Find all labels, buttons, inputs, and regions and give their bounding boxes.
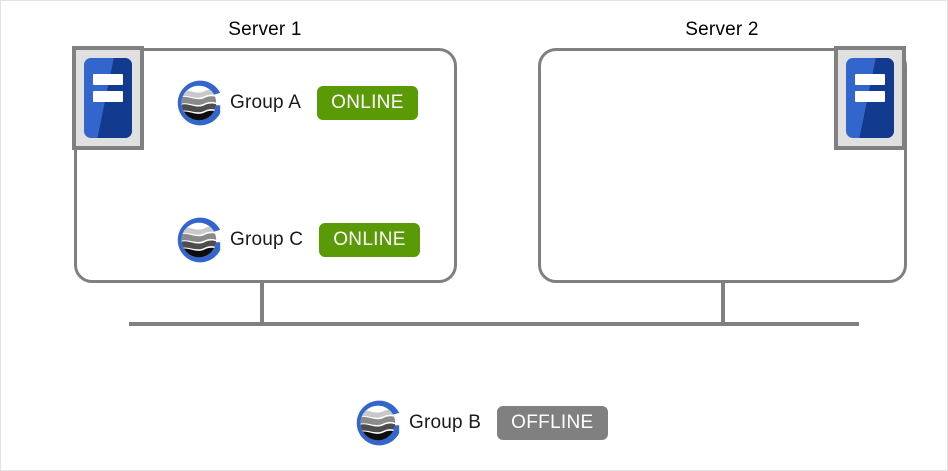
network-bus-line (129, 322, 859, 326)
server-1-box[interactable]: Group A ONLINE Group C ONLINE (74, 48, 457, 283)
group-logo-icon (356, 400, 400, 446)
server-1-connector-line (260, 282, 264, 324)
group-b-status-badge[interactable]: OFFLINE (497, 406, 608, 440)
group-a-status-badge[interactable]: ONLINE (317, 86, 418, 120)
server-2-title: Server 2 (685, 19, 759, 40)
server-icon-bar-bottom (92, 90, 124, 102)
group-row-b[interactable]: Group B OFFLINE (351, 400, 608, 446)
server-icon-body (84, 58, 132, 138)
server-icon-bar-top (92, 74, 124, 85)
server-hardware-icon (72, 46, 144, 150)
server-icon-bar-top (854, 74, 886, 85)
group-row-a[interactable]: Group A ONLINE (172, 80, 418, 126)
server-hardware-icon (834, 46, 906, 150)
group-row-c[interactable]: Group C ONLINE (172, 217, 420, 263)
server-2-connector-line (721, 282, 725, 324)
group-b-label: Group B (409, 412, 482, 433)
server-icon-bar-bottom (854, 90, 886, 102)
group-logo-icon (177, 217, 221, 263)
group-c-status-badge[interactable]: ONLINE (319, 223, 420, 257)
group-c-label: Group C (230, 229, 304, 250)
group-a-label: Group A (230, 92, 302, 113)
server-1-title: Server 1 (228, 19, 302, 40)
server-icon-body (846, 58, 894, 138)
group-logo-icon (177, 80, 221, 126)
